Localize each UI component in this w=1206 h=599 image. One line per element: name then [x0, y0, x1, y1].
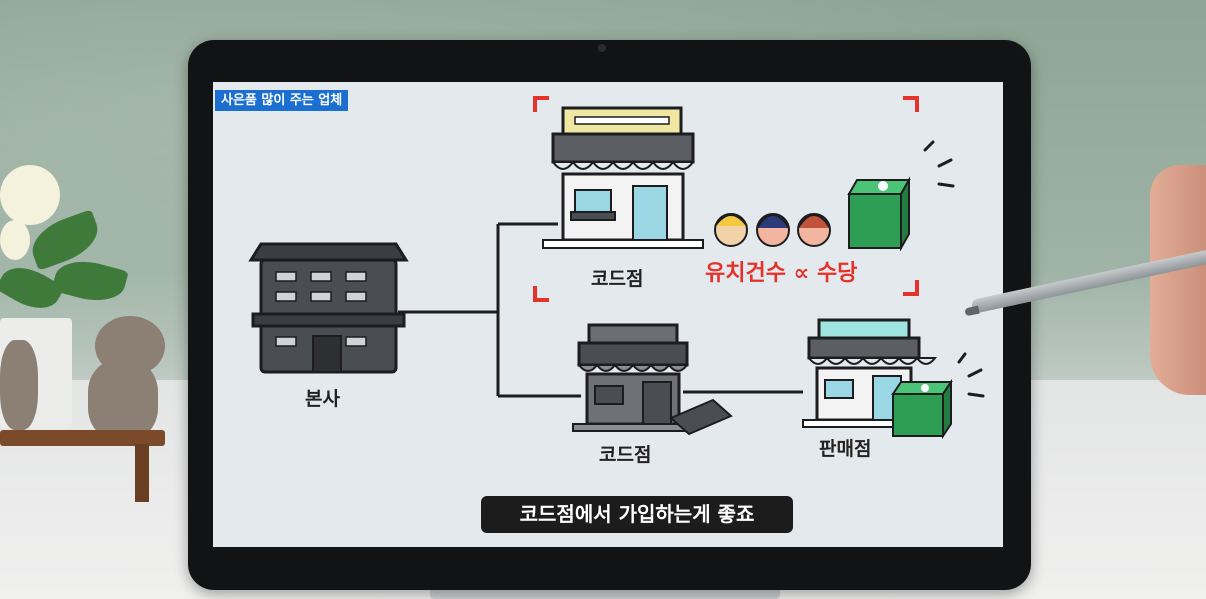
tablet-screen: 사은품 많이 주는 업체	[213, 82, 1003, 547]
money-stack-icon	[891, 378, 953, 440]
teddy-bear	[88, 360, 158, 440]
retail-store-icon	[802, 318, 938, 428]
customer-icon	[756, 213, 790, 247]
sparkle-icon	[923, 140, 955, 188]
wooden-bench	[0, 430, 165, 446]
code-store-top-label: 코드점	[591, 268, 644, 290]
money-stack-icon	[847, 176, 911, 252]
code-store-bottom-label: 코드점	[599, 444, 652, 466]
customer-icon	[714, 213, 748, 247]
subtitle-caption: 코드점에서 가입하는게 좋죠	[481, 496, 793, 533]
head-office-label: 본사	[305, 388, 340, 410]
connector-lines	[398, 222, 803, 398]
teddy-bear	[0, 340, 38, 430]
head-office-building-icon	[248, 242, 409, 374]
customer-icon	[797, 213, 831, 247]
bench-leg	[135, 444, 149, 502]
code-store-top-icon	[542, 106, 704, 249]
commission-formula: 유치건수 ∝ 수당	[705, 261, 858, 286]
topic-tag: 사은품 많이 주는 업체	[215, 90, 349, 111]
white-flower	[0, 220, 30, 260]
white-flower	[0, 165, 60, 225]
hand	[1150, 165, 1206, 395]
distribution-diagram	[248, 96, 985, 440]
retail-store-label: 판매점	[819, 438, 872, 460]
sparkle-icon	[957, 352, 985, 398]
focus-brackets	[533, 96, 919, 302]
front-camera	[598, 44, 606, 52]
code-store-bottom-icon	[572, 323, 733, 436]
